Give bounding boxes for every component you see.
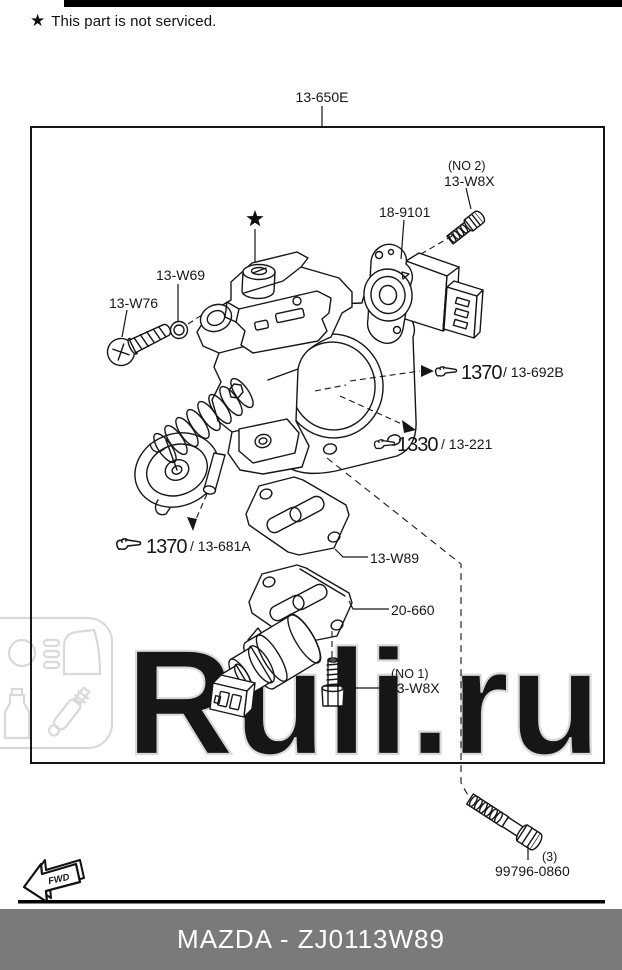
label-body-ref-code: / 13-221 [441,436,493,452]
pointing-hand-icon [115,538,142,551]
return-spring-drawing [149,377,254,464]
bolt-no2-icon [446,210,486,245]
star-icon [246,210,264,227]
label-oring: 13-W69 [156,267,205,283]
label-tps: 18-9101 [379,204,431,220]
oring-icon [169,320,189,340]
header-note-text: This part is not serviced. [51,13,217,30]
label-pipe-ref-code: / 13-681A [190,538,251,554]
star-icon: ★ [30,11,46,31]
gasket-drawing [245,476,350,556]
watermark-logo-icon [0,616,114,750]
pointing-hand-icon [434,366,458,377]
header-note: ★ This part is not serviced. [30,11,217,31]
tps-sensor-drawing [363,243,484,344]
label-pipe-ref: 1370 [146,536,187,558]
top-black-bar [64,0,622,7]
label-bore-ref: 1370 [461,362,502,384]
watermark-text: Ruli.ru [126,618,601,786]
diagram-border [30,126,605,764]
label-bore-ref-code: / 13-692B [503,364,564,380]
label-body-ref: 1330 [397,434,438,456]
label-screw: 13-W76 [109,295,158,311]
label-bolt-no2: 13-W8X [444,173,495,189]
label-gasket: 13-W89 [370,550,419,566]
footer-text: MAZDA - ZJ0113W89 [177,924,445,954]
label-iacv: 20-660 [391,602,435,618]
footer-bar: MAZDA - ZJ0113W89 [0,909,622,970]
bolt-no1-icon [321,657,345,707]
watermark: Ruli.ru [0,616,602,787]
label-big-bolt-qty: (3) [542,850,557,864]
label-bolt-no1: 13-W8X [389,680,440,696]
iacv-drawing [209,564,353,718]
fwd-arrow-label: FWD [47,872,71,887]
label-assembly: 13-650E [296,89,349,105]
label-big-bolt: 99796-0860 [495,863,570,879]
big-bolt-icon [466,793,543,851]
fwd-arrow-icon: FWD [22,859,85,904]
label-bolt-no1-qty: (NO 1) [391,667,429,681]
screw-icon [106,323,172,367]
bottom-rule [18,900,605,904]
label-bolt-no2-qty: (NO 2) [448,159,486,173]
